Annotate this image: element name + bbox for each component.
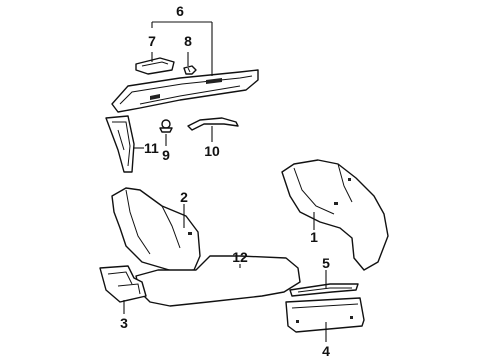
trunk-end-panel [285, 297, 365, 333]
callout-10: 10 [204, 143, 220, 159]
callout-4: 4 [322, 343, 330, 359]
fastener [159, 119, 173, 133]
trunk-floor-mat [135, 255, 301, 307]
callout-9: 9 [162, 147, 170, 163]
package-tray-trim [111, 69, 259, 113]
weatherstrip [187, 117, 239, 131]
retainer-clip [183, 65, 197, 75]
trunk-side-trim [111, 187, 201, 273]
leader-lines [123, 21, 327, 342]
callout-1: 1 [310, 229, 318, 245]
callout-2: 2 [180, 189, 188, 205]
callout-3: 3 [120, 315, 128, 331]
rear-side-trim [281, 159, 389, 271]
callout-7: 7 [148, 33, 156, 49]
callout-11: 11 [144, 140, 159, 156]
storage-tray [99, 265, 147, 303]
side-trim-bracket [105, 115, 135, 173]
callout-8: 8 [184, 33, 192, 49]
callout-12: 12 [232, 249, 248, 265]
callout-5: 5 [322, 255, 330, 271]
callout-6: 6 [176, 3, 184, 19]
sill-plate [289, 283, 359, 297]
trim-pad [135, 57, 175, 75]
